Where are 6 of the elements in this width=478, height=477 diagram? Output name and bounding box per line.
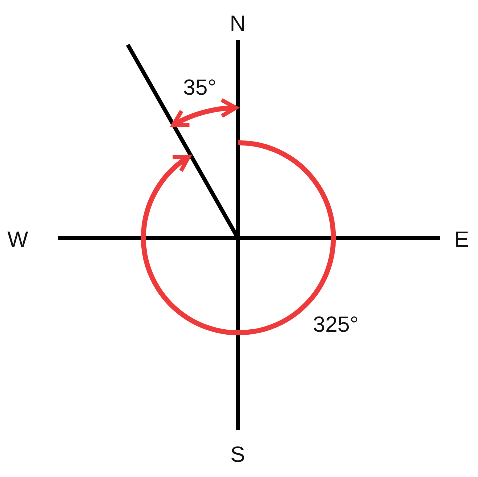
- direction-label: W: [8, 229, 28, 251]
- angle-label: 325°: [313, 314, 359, 336]
- direction-label: N: [230, 13, 246, 35]
- direction-label: S: [230, 444, 246, 466]
- angle-label: 35°: [183, 77, 217, 99]
- direction-label: E: [454, 229, 470, 251]
